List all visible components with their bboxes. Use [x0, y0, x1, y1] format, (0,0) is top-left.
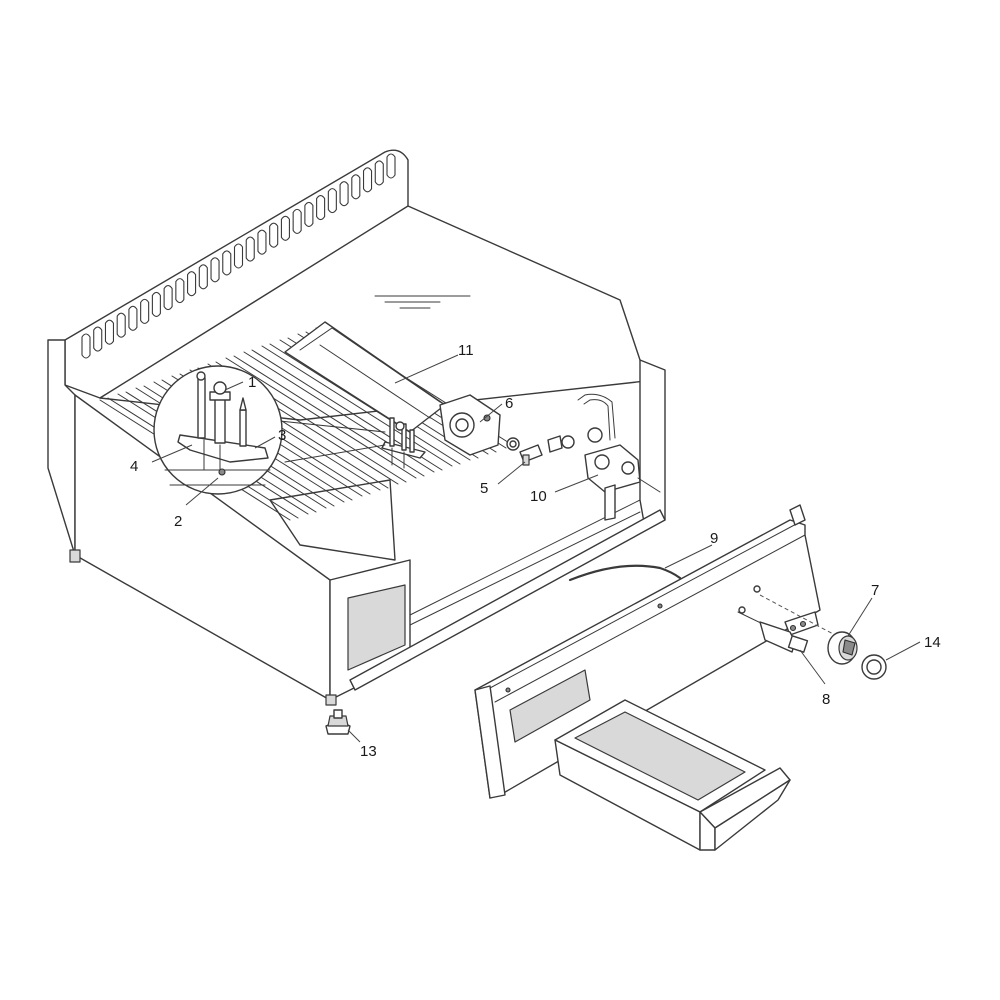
- vent-slot: [104, 319, 115, 345]
- callout-8: 8: [822, 691, 830, 708]
- vent-slot: [316, 194, 326, 221]
- vent-slot: [292, 208, 302, 234]
- vent-slot: [163, 284, 173, 311]
- control-panel: [474, 504, 821, 799]
- vent-slot: [222, 250, 232, 276]
- vent-slot: [362, 167, 373, 193]
- top-plate-marks: [374, 295, 471, 309]
- burner-bracket: [439, 394, 501, 456]
- callout-11: 11: [458, 342, 474, 359]
- vent-slot: [116, 312, 126, 338]
- vent-slot: [374, 160, 384, 186]
- detail-zoom: [153, 365, 386, 495]
- washer-14: [861, 654, 887, 680]
- callout-6: 6: [505, 395, 513, 412]
- callout-10: 10: [530, 488, 547, 505]
- callout-4: 4: [130, 458, 138, 475]
- vent-slot: [280, 215, 290, 241]
- callout-14: 14: [924, 634, 941, 651]
- vent-slot: [198, 264, 208, 290]
- vent-slot: [128, 305, 138, 331]
- vent-slot: [187, 271, 197, 297]
- leader-lines: [151, 354, 921, 743]
- callout-labels: 1 2 3 4 5 6 7 8 9 10 11 13 14: [130, 342, 941, 760]
- vent-slot: [351, 174, 361, 200]
- vent-slot: [327, 188, 337, 214]
- pilot-assembly-center: [381, 417, 426, 469]
- bottom-rail: [349, 509, 666, 691]
- fitting-5: [506, 437, 543, 466]
- inner-deck: [269, 479, 396, 561]
- vent-slot: [210, 257, 220, 283]
- knob-7: [827, 631, 858, 665]
- griddle-body: [47, 149, 666, 706]
- vent-slot: [93, 326, 103, 352]
- vent-slot: [140, 298, 150, 324]
- grate-bar: [225, 357, 417, 479]
- gas-valve-10: [547, 393, 661, 521]
- callout-1: 1: [248, 374, 256, 391]
- vent-slot: [233, 243, 244, 269]
- vent-slots: [81, 153, 396, 359]
- callout-2: 2: [174, 513, 182, 530]
- callout-5: 5: [480, 480, 488, 497]
- vent-slot: [175, 278, 185, 304]
- drip-drawer: [554, 699, 791, 851]
- vent-slot: [269, 222, 279, 248]
- vent-slot: [151, 291, 161, 318]
- valve-spindle-8: [737, 606, 809, 653]
- foot-front: [325, 694, 337, 706]
- callout-13: 13: [360, 743, 377, 760]
- vent-slot: [339, 181, 349, 207]
- callout-7: 7: [871, 582, 879, 599]
- vent-slot: [257, 229, 267, 255]
- callout-3: 3: [278, 427, 286, 444]
- vent-slot: [245, 236, 255, 262]
- right-side-wall: [639, 359, 666, 529]
- foot-13: [325, 709, 351, 735]
- vent-slot: [81, 333, 91, 359]
- vent-slot: [386, 153, 396, 179]
- vent-slot: [304, 201, 314, 228]
- grate-bar: [261, 345, 453, 467]
- wire-9: [568, 564, 682, 582]
- callout-9: 9: [710, 530, 718, 547]
- front-lower-opening: [347, 584, 406, 671]
- foot-left: [69, 549, 81, 563]
